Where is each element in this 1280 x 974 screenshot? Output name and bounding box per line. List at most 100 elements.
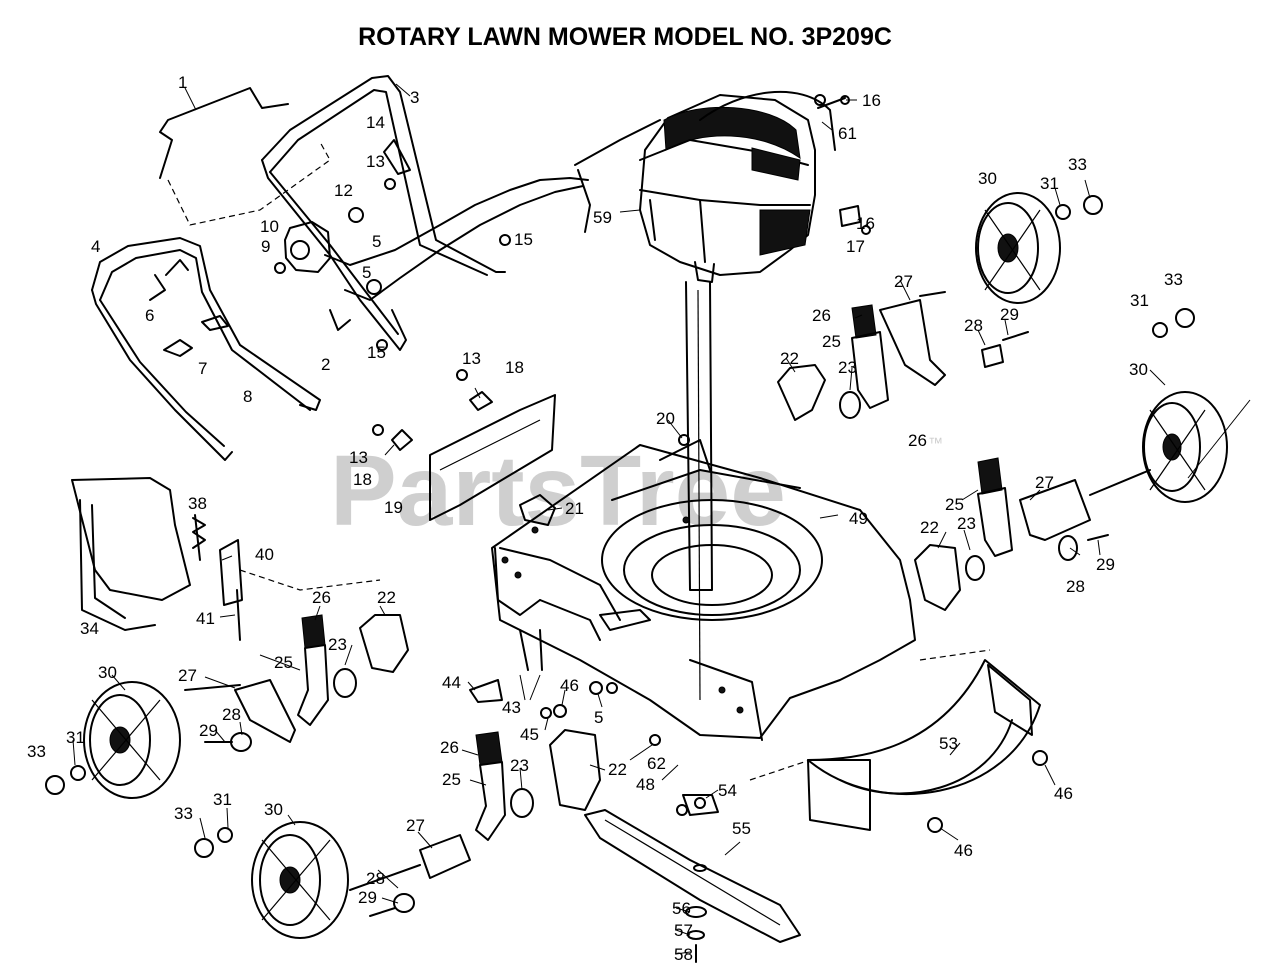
callout-number: 57 [674,921,693,940]
callout-number: 5 [594,708,603,727]
callout-number: 41 [196,609,215,628]
callout-number: 38 [188,494,207,513]
callout-number: 23 [957,514,976,533]
callout-number: 28 [1066,577,1085,596]
blade [584,794,801,963]
callout-number: 25 [945,495,964,514]
callout-number: 16 [856,214,875,233]
callout-number: 55 [732,819,751,838]
callout-number: 10 [260,217,279,236]
callout-number: 12 [334,181,353,200]
callout-number: 46 [1054,784,1073,803]
fasteners [45,94,1195,858]
callout-number: 23 [510,756,529,775]
callout-number: 46 [560,676,579,695]
callout-number: 30 [264,800,283,819]
control-cable-and-engine-bail [284,119,661,331]
callout-number: 22 [377,588,396,607]
callout-number: 22 [920,518,939,537]
callout-number: 58 [674,945,693,964]
callout-number: 13 [349,448,368,467]
callout-number: 29 [1096,555,1115,574]
handle-assembly [91,75,506,461]
callout-number: 62 [647,754,666,773]
height-adjuster-bracket [519,494,651,631]
callout-number: 26 [908,431,927,450]
callout-number: 27 [894,272,913,291]
callout-number: 23 [328,635,347,654]
callout-number: 23 [838,358,857,377]
callout-number: 30 [98,663,117,682]
callout-number: 25 [274,653,293,672]
wheel-lower-left [83,681,181,799]
callout-number: 15 [514,230,533,249]
callout-number: 8 [243,387,252,406]
callout-number: 3 [410,88,419,107]
skirt-and-side-discharge-door [749,649,1041,831]
callout-number: 7 [198,359,207,378]
callout-number: 18 [353,470,372,489]
callout-number: 27 [178,666,197,685]
callout-number: 33 [1068,155,1087,174]
callout-number: 9 [261,237,270,256]
callout-number: 61 [838,124,857,143]
callout-number: 22 [780,349,799,368]
callout-number: 5 [372,232,381,251]
callout-number: 14 [366,113,385,132]
callout-number: 56 [672,899,691,918]
watermark: PartsTree [330,435,786,547]
callout-number: 27 [1035,473,1054,492]
callout-number: 28 [964,316,983,335]
callout-number: 45 [520,725,539,744]
callout-number: 26 [812,306,831,325]
callout-number: 29 [1000,305,1019,324]
callout-number: 13 [462,349,481,368]
grass-deflector [71,477,381,631]
callout-number: 31 [213,790,232,809]
callout-number: 43 [502,698,521,717]
callout-number: 33 [1164,270,1183,289]
callout-number: 15 [367,343,386,362]
wheel-bottom [251,821,349,939]
callout-number: 59 [593,208,612,227]
callout-number: 31 [1040,174,1059,193]
callout-number: 19 [384,498,403,517]
leader-lines [72,83,1251,955]
callout-number: 26 [312,588,331,607]
callout-number: 33 [27,742,46,761]
callout-number: 25 [442,770,461,789]
engine [639,90,861,283]
callout-number: 25 [822,332,841,351]
callout-number: 21 [565,499,584,518]
callout-number: 46 [954,841,973,860]
wheel-right [1142,391,1228,503]
callout-number: 34 [80,619,99,638]
callout-number: 30 [1129,360,1148,379]
callout-number: 1 [178,73,187,92]
height-adjust-levers-and-axles [184,291,1151,917]
callout-number: 33 [174,804,193,823]
callout-number: 30 [978,169,997,188]
callout-number: 22 [608,760,627,779]
callout-number: 20 [656,409,675,428]
callout-number: 44 [442,673,461,692]
callout-number: 26 [440,738,459,757]
callout-number: 6 [145,306,154,325]
callout-number: 18 [505,358,524,377]
wheel-upper-right [975,192,1061,304]
callout-number: 48 [636,775,655,794]
callout-number: 29 [199,721,218,740]
callout-number: 29 [358,888,377,907]
callout-number: 17 [846,237,865,256]
callout-number: 54 [718,781,737,800]
callout-number: 5 [362,263,371,282]
callout-number: 53 [939,734,958,753]
callout-number: 28 [366,869,385,888]
callout-number: 2 [321,355,330,374]
callout-number: 31 [1130,291,1149,310]
watermark-trademark: ™ [928,435,943,452]
callout-number: 13 [366,152,385,171]
callout-number: 4 [91,237,100,256]
